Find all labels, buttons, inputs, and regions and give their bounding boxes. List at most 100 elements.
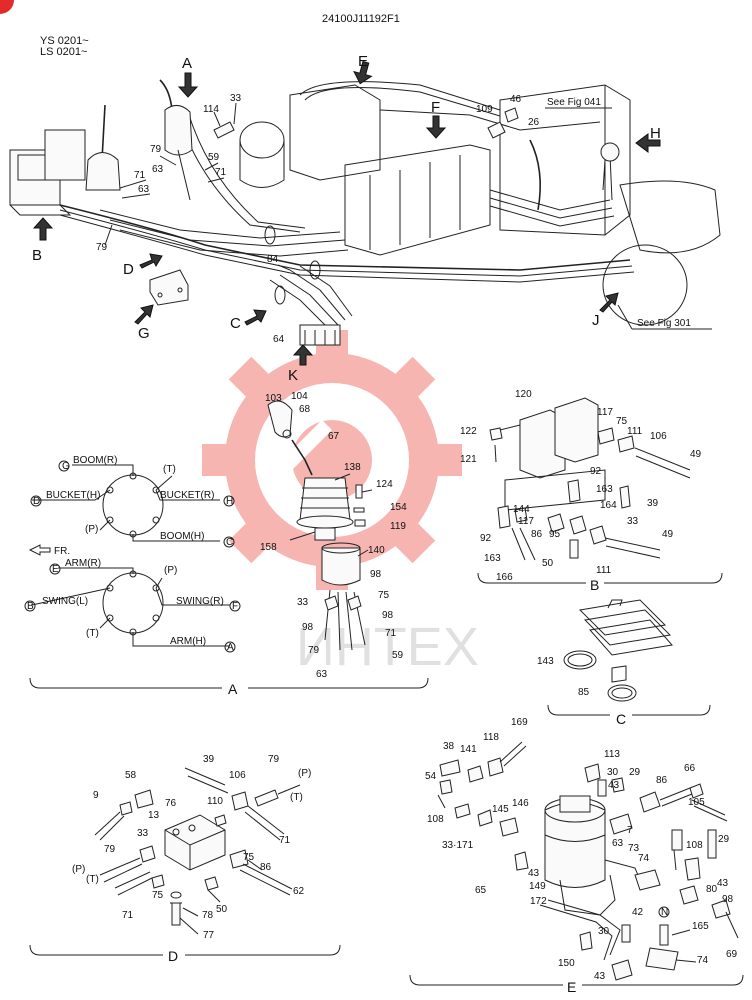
label-arm-r: ARM(R) bbox=[65, 558, 101, 569]
callout-62: 62 bbox=[293, 886, 305, 897]
serial-ls: LS 0201~ bbox=[40, 46, 87, 58]
view-arrows: A E F H B D G C K J bbox=[32, 53, 661, 384]
callout-143: 143 bbox=[537, 656, 554, 667]
callout-29: 29 bbox=[718, 834, 730, 845]
pattern-diagram-lower: FR. ARM(R) E (P) SWING(L) B SWING(R) F (… bbox=[24, 544, 241, 653]
callout-30: 30 bbox=[598, 926, 610, 937]
label-h: H bbox=[226, 496, 233, 507]
label-g: G bbox=[62, 461, 70, 472]
section-b-assembly bbox=[489, 397, 691, 561]
callout-30: 30 bbox=[607, 767, 619, 778]
callout-65: 65 bbox=[475, 885, 487, 896]
section-b-callouts: 120 122 121 117 75 111 106 49 92 163 39 … bbox=[460, 389, 702, 583]
callout-138: 138 bbox=[344, 462, 361, 473]
callout-74: 74 bbox=[638, 853, 650, 864]
callout-t: (T) bbox=[290, 792, 303, 803]
callout-79: 79 bbox=[150, 144, 162, 155]
section-label-c: C bbox=[616, 711, 626, 727]
callout-150: 150 bbox=[558, 958, 575, 969]
callout-106: 106 bbox=[229, 770, 246, 781]
callout-163: 163 bbox=[596, 484, 613, 495]
callout-33-171: 33·171 bbox=[442, 840, 474, 851]
callout-120: 120 bbox=[515, 389, 532, 400]
label-t: (T) bbox=[163, 464, 176, 475]
callout-33: 33 bbox=[297, 597, 309, 608]
callout-108: 108 bbox=[686, 840, 703, 851]
view-label-g: G bbox=[138, 325, 150, 342]
callout-164: 164 bbox=[600, 500, 617, 511]
callout-110: 110 bbox=[207, 796, 223, 807]
pattern-diagram-upper: BOOM(R) G (T) BUCKET(H) D BUCKET(R) H (P… bbox=[30, 455, 235, 548]
callout-33: 33 bbox=[230, 93, 242, 104]
callout-79: 79 bbox=[96, 242, 108, 253]
section-e-bracket bbox=[409, 974, 744, 986]
callout-49: 49 bbox=[662, 529, 674, 540]
callout-146: 146 bbox=[512, 798, 529, 809]
callout-71: 71 bbox=[215, 167, 227, 178]
callout-114: 114 bbox=[203, 104, 219, 115]
callout-113: 113 bbox=[604, 749, 620, 760]
callout-58: 58 bbox=[125, 770, 137, 781]
callout-63: 63 bbox=[152, 164, 164, 175]
callout-43: 43 bbox=[717, 878, 729, 889]
callout-122: 122 bbox=[460, 426, 477, 437]
callout-50: 50 bbox=[542, 558, 554, 569]
callout-154: 154 bbox=[390, 502, 407, 513]
callout-109: 109 bbox=[476, 104, 493, 115]
view-label-d: D bbox=[123, 261, 134, 278]
callout-78: 78 bbox=[202, 910, 214, 921]
callout-172: 172 bbox=[530, 896, 547, 907]
callout-166: 166 bbox=[496, 572, 513, 583]
section-label-e: E bbox=[567, 979, 576, 995]
callout-74: 74 bbox=[697, 955, 709, 966]
callout-71: 71 bbox=[279, 835, 291, 846]
callout-63: 63 bbox=[612, 838, 624, 849]
callout-39: 39 bbox=[647, 498, 659, 509]
callout-117: 117 bbox=[597, 407, 613, 418]
label-boom-r: BOOM(R) bbox=[73, 455, 117, 466]
callout-71: 71 bbox=[385, 628, 397, 639]
callout-33: 33 bbox=[137, 828, 149, 839]
watermark-text: ИНТЕХ bbox=[296, 617, 479, 677]
callout-103: 103 bbox=[265, 393, 282, 404]
callout-13: 13 bbox=[148, 810, 160, 821]
callout-68: 68 bbox=[299, 404, 311, 415]
callout-141: 141 bbox=[460, 744, 477, 755]
ref-fig-301: See Fig 301 bbox=[637, 318, 691, 329]
callout-98: 98 bbox=[382, 610, 394, 621]
label-p2: (P) bbox=[164, 565, 177, 576]
callout-75: 75 bbox=[243, 852, 255, 863]
label-t2: (T) bbox=[86, 628, 99, 639]
label-p: (P) bbox=[85, 524, 98, 535]
callout-p2: (P) bbox=[72, 864, 85, 875]
label-c: C bbox=[226, 537, 233, 548]
label-arm-h: ARM(H) bbox=[170, 636, 206, 647]
lever-assembly bbox=[267, 400, 366, 651]
callout-67: 67 bbox=[328, 431, 340, 442]
callout-86: 86 bbox=[656, 775, 668, 786]
view-label-b: B bbox=[32, 247, 42, 264]
callout-64: 64 bbox=[273, 334, 285, 345]
view-label-j: J bbox=[592, 312, 600, 329]
callout-98: 98 bbox=[722, 894, 734, 905]
label-swing-l: SWING(L) bbox=[42, 596, 88, 607]
callout-33: 33 bbox=[627, 516, 639, 527]
label-fr: FR. bbox=[54, 546, 70, 557]
callout-42: 42 bbox=[632, 907, 644, 918]
callout-71: 71 bbox=[134, 170, 146, 181]
section-label-b: B bbox=[590, 577, 599, 593]
callout-75: 75 bbox=[152, 890, 164, 901]
callout-p: (P) bbox=[298, 768, 311, 779]
callout-121: 121 bbox=[460, 454, 477, 465]
label-b: B bbox=[27, 601, 34, 612]
callout-71: 71 bbox=[122, 910, 134, 921]
callout-98: 98 bbox=[370, 569, 382, 580]
lever-callouts: 103 104 68 67 138 124 154 119 158 140 98… bbox=[260, 391, 407, 680]
callout-38: 38 bbox=[443, 741, 455, 752]
callout-118: 118 bbox=[483, 732, 499, 743]
callout-63: 63 bbox=[316, 669, 328, 680]
callout-59: 59 bbox=[208, 152, 220, 163]
callout-39: 39 bbox=[203, 754, 215, 765]
view-label-c: C bbox=[230, 315, 241, 332]
